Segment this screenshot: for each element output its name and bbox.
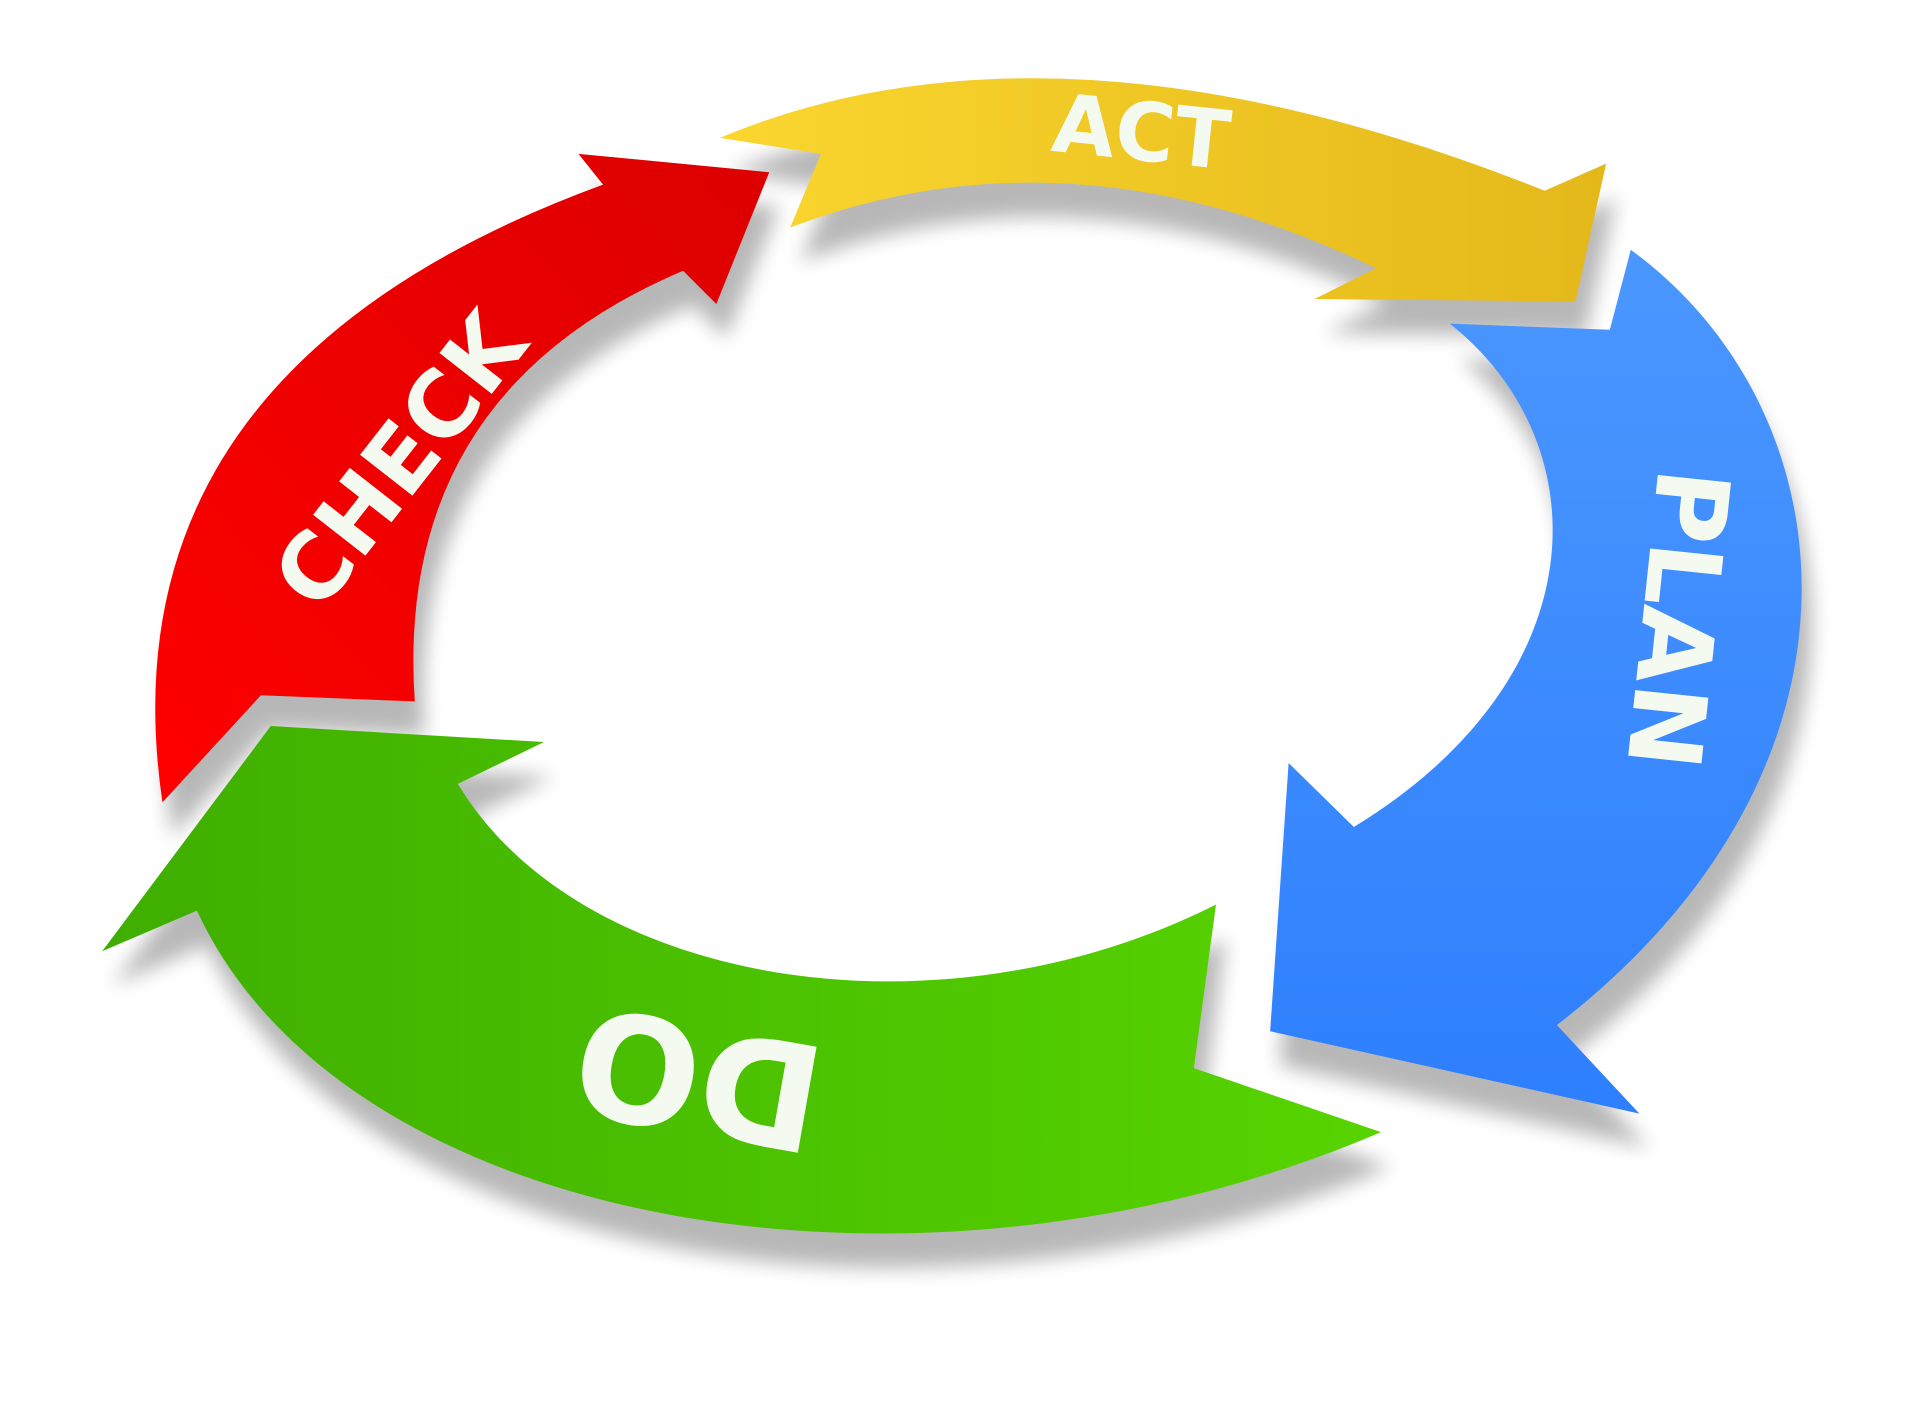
do-arrow (102, 726, 1381, 1234)
plan-arrow (1270, 249, 1802, 1114)
act-label: ACT (1048, 77, 1235, 189)
act-arrow (720, 78, 1607, 302)
check-arrow (155, 153, 770, 803)
do-label: DO (562, 972, 836, 1184)
